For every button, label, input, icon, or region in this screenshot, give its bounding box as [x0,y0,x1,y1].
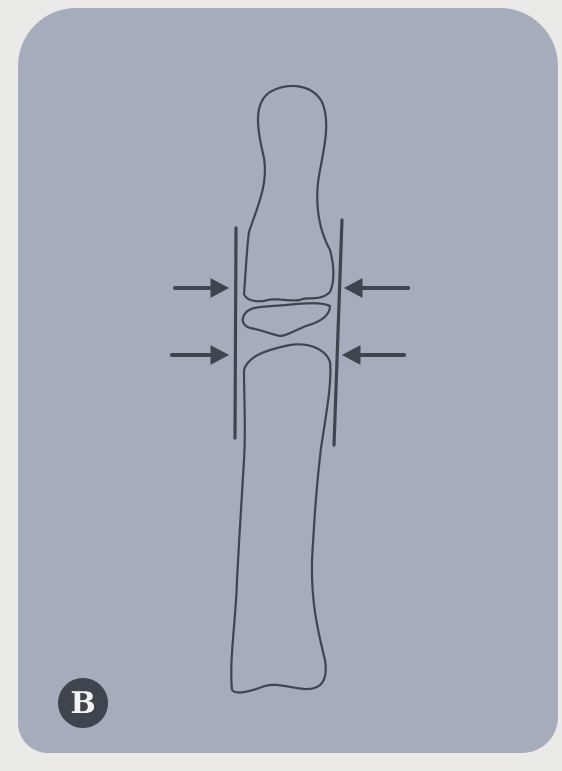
left-splint [235,228,236,438]
right-splint [334,220,342,445]
arrow-icon-right-upper [345,279,408,297]
distal-phalanx [244,86,333,301]
proximal-phalanx [231,344,330,692]
arrow-icon-left-lower [172,346,228,364]
figure-label-badge: B [58,678,108,728]
arrow-icon-left-upper [175,279,228,297]
arrow-icon-right-lower [343,346,404,364]
joint-fragment [243,303,330,336]
